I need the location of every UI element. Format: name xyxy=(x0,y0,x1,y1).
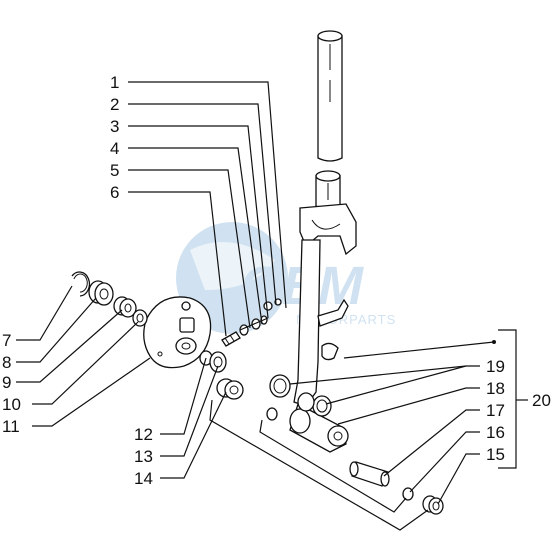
label-16: 16 xyxy=(486,423,505,442)
label-10: 10 xyxy=(2,395,21,414)
label-5: 5 xyxy=(110,161,119,180)
bearing-9 xyxy=(113,296,137,318)
pin-17 xyxy=(349,461,390,487)
label-12: 12 xyxy=(134,425,153,444)
label-11: 11 xyxy=(2,417,20,436)
brake-anchor-plate xyxy=(143,296,212,369)
bearing-13 xyxy=(209,351,227,373)
label-13: 13 xyxy=(134,447,153,466)
label-7: 7 xyxy=(2,331,11,350)
label-15: 15 xyxy=(486,445,505,464)
ring-18 xyxy=(297,392,332,417)
label-1: 1 xyxy=(110,73,119,92)
label-14: 14 xyxy=(134,469,153,488)
label-20: 20 xyxy=(532,391,551,410)
washer-small xyxy=(266,407,278,421)
part-labels: 1 2 3 4 5 6 7 8 9 10 11 12 13 14 15 16 1… xyxy=(2,73,551,488)
bearing-14 xyxy=(216,378,244,400)
label-8: 8 xyxy=(2,353,11,372)
steering-column xyxy=(289,30,357,453)
label-2: 2 xyxy=(110,95,119,114)
bearing-8 xyxy=(88,280,114,306)
circlip-7 xyxy=(71,271,91,297)
label-18: 18 xyxy=(486,379,505,398)
leader-lines xyxy=(16,81,528,531)
label-19: 19 xyxy=(486,357,505,376)
label-3: 3 xyxy=(110,117,119,136)
ring-19 xyxy=(269,374,291,398)
label-9: 9 xyxy=(2,373,11,392)
seal-10 xyxy=(132,309,148,327)
label-17: 17 xyxy=(486,401,505,420)
label-4: 4 xyxy=(110,139,119,158)
label-6: 6 xyxy=(110,183,119,202)
